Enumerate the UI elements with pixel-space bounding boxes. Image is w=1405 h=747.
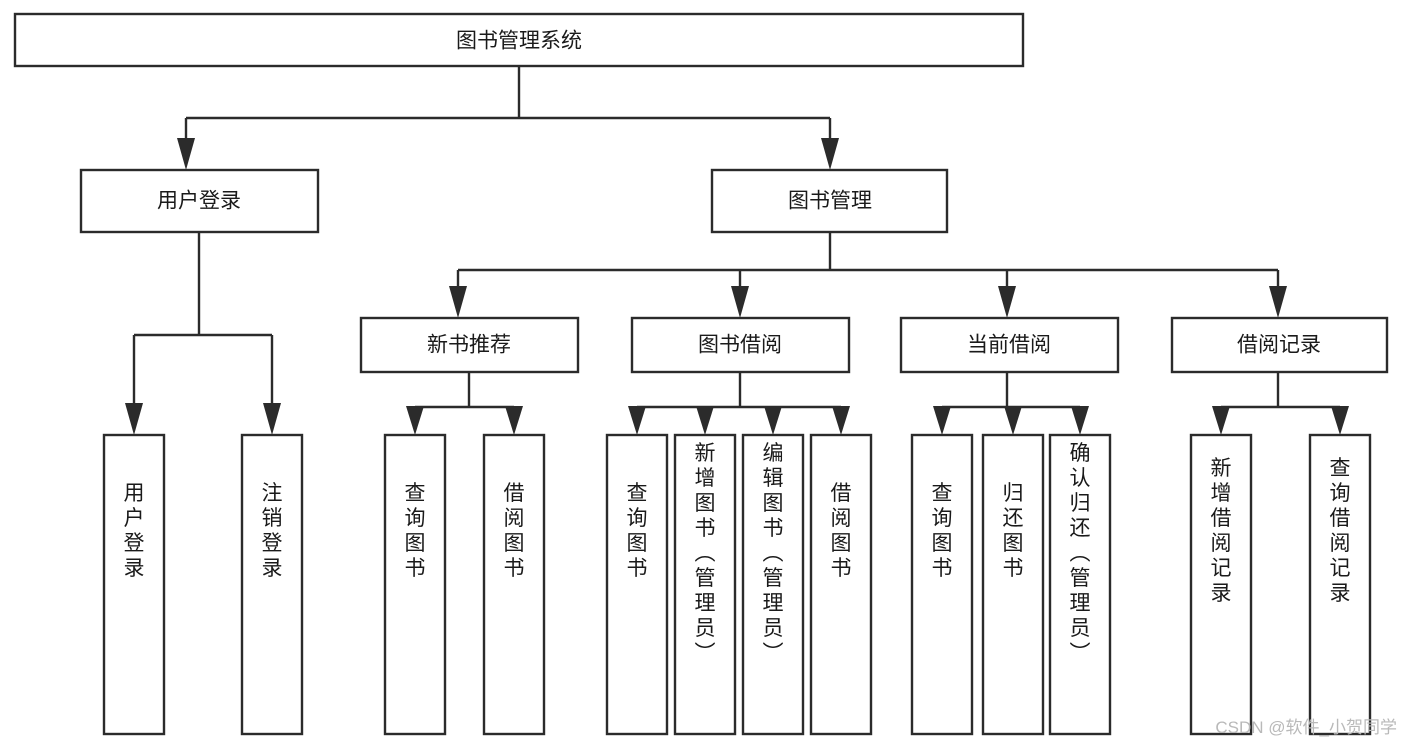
leaf-confirm-return-box[interactable] bbox=[1048, 433, 1112, 736]
leaf-edit-book-label: 编辑图书︵管理员︶ bbox=[763, 442, 784, 665]
leaf-user-login-label: 用户登录 bbox=[124, 482, 145, 580]
leaf-borrow-book-a-label: 借阅图书 bbox=[504, 482, 525, 580]
leaf-query-record[interactable]: 查询借阅记录 bbox=[1308, 433, 1372, 736]
node-book-borrow-label: 图书借阅 bbox=[698, 334, 782, 357]
leaf-logout-label: 注销登录 bbox=[262, 482, 283, 580]
arrow-to-leaf-confirm-return bbox=[1071, 406, 1089, 435]
node-user-login-box[interactable] bbox=[79, 168, 320, 234]
arrow-to-current-borrow bbox=[998, 286, 1016, 318]
arrow-to-book-borrow bbox=[731, 286, 749, 318]
leaf-query-book-a-label: 查询图书 bbox=[405, 482, 426, 580]
leaf-logout-box[interactable] bbox=[240, 433, 304, 736]
leaf-layer: 用户登录 注销登录 查询图书 借阅图书 查询图书 新增图书︵管理员︶ bbox=[102, 433, 1372, 736]
leaf-query-record-label: 查询借阅记录 bbox=[1330, 457, 1351, 605]
leaf-query-record-box[interactable] bbox=[1308, 433, 1372, 736]
arrow-to-leaf-borrow-book-b bbox=[832, 406, 850, 435]
node-root-label: 图书管理系统 bbox=[456, 30, 582, 53]
arrow-to-leaf-logout bbox=[263, 403, 281, 435]
node-root-box[interactable] bbox=[13, 12, 1025, 68]
node-book-mgmt[interactable]: 图书管理 bbox=[710, 168, 949, 234]
leaf-query-book-b[interactable]: 查询图书 bbox=[605, 433, 669, 736]
leaf-add-record-box[interactable] bbox=[1189, 433, 1253, 736]
arrow-to-book-mgmt bbox=[821, 138, 839, 170]
node-current-borrow-label: 当前借阅 bbox=[967, 334, 1051, 357]
leaf-borrow-book-b-label: 借阅图书 bbox=[831, 482, 852, 580]
csdn-watermark: CSDN @软件_小贺同学 bbox=[1215, 718, 1397, 737]
leaf-query-book-c-label: 查询图书 bbox=[932, 482, 953, 580]
arrow-to-leaf-borrow-book-a bbox=[505, 406, 523, 435]
leaf-add-book[interactable]: 新增图书︵管理员︶ bbox=[673, 433, 737, 736]
arrow-to-new-book-rec bbox=[449, 286, 467, 318]
leaf-edit-book[interactable]: 编辑图书︵管理员︶ bbox=[741, 433, 805, 736]
leaf-return-book-label: 归还图书 bbox=[1003, 482, 1024, 580]
arrow-to-leaf-return-book bbox=[1004, 406, 1022, 435]
leaf-query-book-c[interactable]: 查询图书 bbox=[910, 433, 974, 736]
arrow-to-leaf-query-record bbox=[1331, 406, 1349, 435]
arrow-to-leaf-query-book-a bbox=[406, 406, 424, 435]
arrow-to-leaf-add-book bbox=[696, 406, 714, 435]
leaf-add-book-label: 新增图书︵管理员︶ bbox=[695, 442, 716, 665]
node-borrow-record[interactable]: 借阅记录 bbox=[1170, 316, 1389, 374]
arrow-to-leaf-query-book-c bbox=[933, 406, 951, 435]
arrow-to-leaf-edit-book bbox=[764, 406, 782, 435]
leaf-logout[interactable]: 注销登录 bbox=[240, 433, 304, 736]
arrow-to-user-login bbox=[177, 138, 195, 170]
node-new-book-rec-label: 新书推荐 bbox=[427, 334, 511, 357]
leaf-borrow-book-a-box[interactable] bbox=[482, 433, 546, 736]
node-new-book-rec-box[interactable] bbox=[359, 316, 580, 374]
arrow-to-borrow-record bbox=[1269, 286, 1287, 318]
leaf-add-book-box[interactable] bbox=[673, 433, 737, 736]
arrow-to-leaf-user-login bbox=[125, 403, 143, 435]
arrow-to-leaf-query-book-b bbox=[628, 406, 646, 435]
leaf-query-book-b-label: 查询图书 bbox=[627, 482, 648, 580]
leaf-user-login[interactable]: 用户登录 bbox=[102, 433, 166, 736]
node-book-mgmt-label: 图书管理 bbox=[788, 190, 872, 213]
leaf-query-book-a[interactable]: 查询图书 bbox=[383, 433, 447, 736]
node-borrow-record-box[interactable] bbox=[1170, 316, 1389, 374]
node-book-mgmt-box[interactable] bbox=[710, 168, 949, 234]
node-user-login-label: 用户登录 bbox=[157, 190, 241, 213]
leaf-borrow-book-b[interactable]: 借阅图书 bbox=[809, 433, 873, 736]
leaf-query-book-a-box[interactable] bbox=[383, 433, 447, 736]
leaf-borrow-book-b-box[interactable] bbox=[809, 433, 873, 736]
leaf-add-record[interactable]: 新增借阅记录 bbox=[1189, 433, 1253, 736]
leaf-return-book-box[interactable] bbox=[981, 433, 1045, 736]
leaf-borrow-book-a[interactable]: 借阅图书 bbox=[482, 433, 546, 736]
node-current-borrow[interactable]: 当前借阅 bbox=[899, 316, 1120, 374]
arrow-to-leaf-add-record bbox=[1212, 406, 1230, 435]
node-book-borrow-box[interactable] bbox=[630, 316, 851, 374]
leaf-confirm-return-label: 确认归还︵管理员︶ bbox=[1070, 442, 1091, 665]
node-user-login[interactable]: 用户登录 bbox=[79, 168, 320, 234]
leaf-query-book-b-box[interactable] bbox=[605, 433, 669, 736]
leaf-add-record-label: 新增借阅记录 bbox=[1211, 457, 1232, 605]
node-book-borrow[interactable]: 图书借阅 bbox=[630, 316, 851, 374]
node-new-book-rec[interactable]: 新书推荐 bbox=[359, 316, 580, 374]
leaf-query-book-c-box[interactable] bbox=[910, 433, 974, 736]
leaf-return-book[interactable]: 归还图书 bbox=[981, 433, 1045, 736]
connector-layer bbox=[125, 66, 1349, 435]
leaf-edit-book-box[interactable] bbox=[741, 433, 805, 736]
leaf-confirm-return[interactable]: 确认归还︵管理员︶ bbox=[1048, 433, 1112, 736]
node-borrow-record-label: 借阅记录 bbox=[1237, 334, 1321, 357]
node-current-borrow-box[interactable] bbox=[899, 316, 1120, 374]
leaf-user-login-box[interactable] bbox=[102, 433, 166, 736]
node-root[interactable]: 图书管理系统 bbox=[13, 12, 1025, 68]
